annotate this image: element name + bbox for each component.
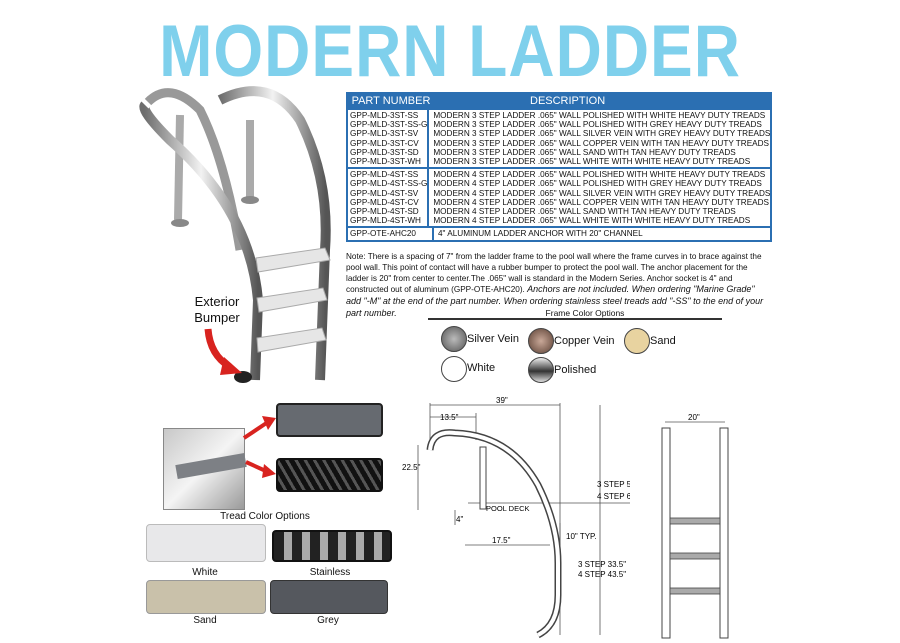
table-cell: GPP-MLD-3ST-WH <box>350 157 421 167</box>
table-cell: MODERN 4 STEP LADDER .065" WALL SILVER V… <box>433 188 771 198</box>
table-cell: GPP-MLD-4ST-WH <box>350 216 421 226</box>
table-group-3-step: GPP-MLD-3ST-SS GPP-MLD-3ST-SS-G GPP-MLD-… <box>348 108 770 168</box>
frame-color-title: Frame Color Options <box>545 308 625 318</box>
table-cell: MODERN 3 STEP LADDER .065" WALL SILVER V… <box>433 129 771 139</box>
step-spacing: 10" TYP. <box>566 532 597 541</box>
part-column: GPP-OTE-AHC20 <box>348 228 434 240</box>
table-cell: 4" ALUMINUM LADDER ANCHOR WITH 20" CHANN… <box>438 229 643 239</box>
table-cell: MODERN 3 STEP LADDER .065" WALL POLISHED… <box>433 120 762 130</box>
sand-swatch <box>624 328 650 354</box>
table-cell: MODERN 3 STEP LADDER .065" WALL POLISHED… <box>433 111 766 120</box>
stainless-tread-label: Stainless <box>309 567 351 578</box>
front-dim-width: 20" <box>688 413 700 422</box>
silver-vein-swatch <box>441 326 467 352</box>
total-height-4: 4 STEP 66" <box>597 492 630 501</box>
part-column: GPP-MLD-4ST-SS GPP-MLD-4ST-SS-G GPP-MLD-… <box>348 169 430 227</box>
note-italic: Anchors are not included. When ordering … <box>346 284 764 318</box>
table-cell: MODERN 4 STEP LADDER .065" WALL SAND WIT… <box>433 207 736 217</box>
note-text: Note: There is a spacing of 7" from the … <box>346 252 772 320</box>
table-cell: GPP-MLD-3ST-SV <box>350 129 419 139</box>
parts-table: PART NUMBER DESCRIPTION GPP-MLD-3ST-SS G… <box>346 92 772 242</box>
desc-column: MODERN 4 STEP LADDER .065" WALL POLISHED… <box>429 169 770 226</box>
white-tread-photo <box>146 524 266 562</box>
front-view-drawing: 20" <box>661 413 729 639</box>
dim-reach: 17.5" <box>492 536 511 545</box>
depth-3: 3 STEP 33.5" <box>578 560 626 569</box>
silver-vein-label: Silver Vein <box>467 333 519 345</box>
dim-height: 22.5" <box>402 463 421 472</box>
total-height-3: 3 STEP 56" <box>597 480 630 489</box>
tread-arrows <box>242 416 276 478</box>
desc-column: 4" ALUMINUM LADDER ANCHOR WITH 20" CHANN… <box>434 228 770 239</box>
exterior-bumper-line1: Exterior <box>194 294 240 309</box>
table-group-4-step: GPP-MLD-4ST-SS GPP-MLD-4ST-SS-G GPP-MLD-… <box>348 167 770 227</box>
grey-tread-photo <box>270 580 388 614</box>
table-cell: GPP-MLD-3ST-CV <box>350 138 419 148</box>
table-cell: MODERN 3 STEP LADDER .065" WALL WHITE WI… <box>433 157 751 167</box>
table-cell: GPP-MLD-4ST-SS <box>350 170 419 180</box>
page-title: MODERN LADDER <box>159 9 741 92</box>
tread-options-title: Tread Color Options <box>220 511 310 522</box>
tread-closeup-photo <box>163 428 247 510</box>
sand-tread-label: Sand <box>193 615 217 626</box>
table-group-anchor: GPP-OTE-AHC20 4" ALUMINUM LADDER ANCHOR … <box>348 226 770 240</box>
dim-socket: 4" <box>456 515 463 524</box>
white-swatch <box>441 356 467 382</box>
polished-swatch <box>528 357 554 383</box>
table-cell: GPP-OTE-AHC20 <box>350 229 416 239</box>
side-view-drawing: 13.5" 39" 22.5" 4" POOL DECK 17.5" 10" T… <box>402 396 630 639</box>
part-column: GPP-MLD-3ST-SS GPP-MLD-3ST-SS-G GPP-MLD-… <box>348 110 430 168</box>
table-cell: GPP-MLD-4ST-SS-G <box>350 179 428 189</box>
desc-column: MODERN 3 STEP LADDER .065" WALL POLISHED… <box>429 110 770 167</box>
tread-closeup-step <box>175 453 247 479</box>
pool-deck-label: POOL DECK <box>486 504 529 513</box>
table-header: PART NUMBER DESCRIPTION <box>348 94 770 108</box>
note-plain: Note: There is a spacing of 7" from the … <box>346 252 762 295</box>
frame-color-divider <box>428 318 722 320</box>
table-cell: GPP-MLD-3ST-SD <box>350 147 419 157</box>
black-tread-underside-photo <box>276 458 383 492</box>
copper-vein-swatch <box>528 328 554 354</box>
dim-width: 39" <box>496 396 508 405</box>
table-cell: MODERN 4 STEP LADDER .065" WALL POLISHED… <box>433 179 762 189</box>
depth-4: 4 STEP 43.5" <box>578 570 626 579</box>
part-number-header: PART NUMBER <box>348 94 434 108</box>
white-label: White <box>467 362 496 374</box>
table-cell: MODERN 4 STEP LADDER .065" WALL WHITE WI… <box>433 216 751 226</box>
description-header: DESCRIPTION <box>530 95 606 107</box>
table-cell: GPP-MLD-3ST-SS-G <box>350 120 428 130</box>
table-cell: GPP-MLD-3ST-SS <box>350 111 419 120</box>
grey-tread-top-photo <box>276 403 383 437</box>
polished-label: Polished <box>554 364 597 376</box>
table-cell: MODERN 3 STEP LADDER .065" WALL COPPER V… <box>433 138 769 148</box>
sand-label: Sand <box>650 335 676 347</box>
table-cell: GPP-MLD-4ST-SV <box>350 188 419 198</box>
dim-top: 13.5" <box>440 413 459 422</box>
table-cell: MODERN 4 STEP LADDER .065" WALL POLISHED… <box>433 170 766 180</box>
red-arrow-icon <box>204 328 242 375</box>
exterior-bumper-line2: Bumper <box>194 310 240 325</box>
copper-vein-label: Copper Vein <box>554 335 615 347</box>
grey-tread-label: Grey <box>317 615 339 626</box>
table-cell: MODERN 3 STEP LADDER .065" WALL SAND WIT… <box>433 147 736 157</box>
table-cell: GPP-MLD-4ST-SD <box>350 207 419 217</box>
white-tread-label: White <box>192 567 218 578</box>
ladder-photo <box>139 86 331 383</box>
stainless-tread-photo <box>272 530 392 562</box>
exterior-bumper-label: Exterior Bumper <box>182 294 252 326</box>
table-cell: GPP-MLD-4ST-CV <box>350 197 419 207</box>
table-cell: MODERN 4 STEP LADDER .065" WALL COPPER V… <box>433 197 769 207</box>
sand-tread-photo <box>146 580 266 614</box>
